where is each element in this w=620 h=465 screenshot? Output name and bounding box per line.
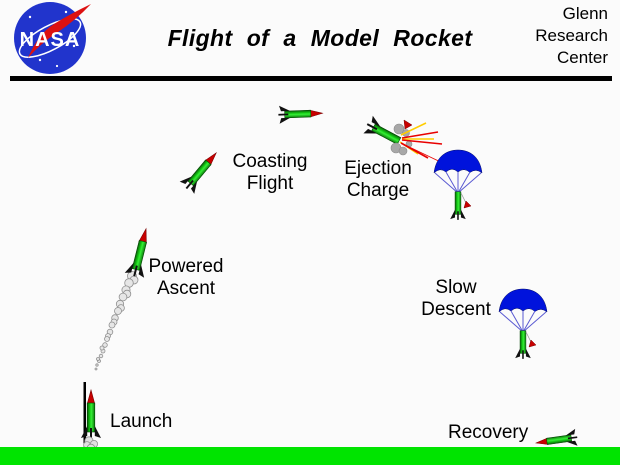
ground — [0, 447, 620, 465]
launch-pad-figure — [80, 382, 102, 453]
slow-descent-parachute-figure — [498, 288, 548, 358]
label-powered-ascent: Powered Ascent — [148, 256, 224, 299]
label-ejection-charge: Ejection Charge — [344, 158, 412, 201]
launch-rod — [83, 382, 86, 452]
ejection-charge-figure — [362, 114, 450, 167]
label-slow-descent: Slow Descent — [421, 277, 491, 320]
org-line-1: Glenn — [562, 4, 608, 23]
nasa-logo: NASA — [14, 2, 91, 74]
header-divider — [10, 76, 612, 81]
org-name: Glenn Research Center — [535, 3, 608, 69]
label-coasting-flight: Coasting Flight — [232, 151, 308, 194]
ejected-nose-cone — [403, 119, 413, 130]
org-line-3: Center — [556, 48, 608, 67]
label-recovery: Recovery — [448, 422, 529, 443]
powered-ascent-rocket-figure — [94, 225, 157, 371]
nasa-logo-stars — [28, 10, 76, 68]
nasa-orbit-ellipse — [18, 18, 82, 58]
org-line-2: Research — [535, 26, 608, 45]
nasa-logo-text: NASA — [20, 29, 81, 51]
nasa-swoosh — [28, 4, 91, 58]
ejection-parachute-figure — [433, 149, 483, 219]
page-title: Flight of a Model Rocket — [167, 25, 473, 51]
exhaust-trail — [94, 271, 139, 371]
label-launch: Launch — [110, 411, 173, 432]
coasting-rocket-figure — [178, 146, 225, 196]
ejection-explosion — [390, 119, 450, 167]
apogee-rocket-figure — [277, 103, 324, 125]
